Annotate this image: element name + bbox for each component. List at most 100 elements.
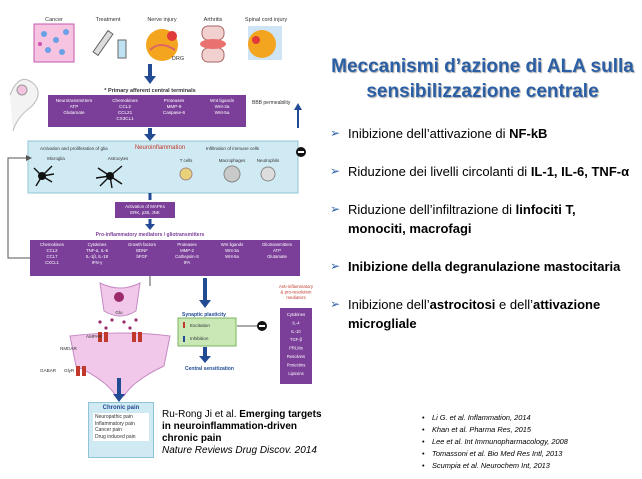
anti-inflammatory-item: Lipoxins (288, 371, 303, 376)
drg-label: DRG (172, 56, 184, 62)
receptor-nmdar: NMDAR (60, 346, 78, 351)
purple-bottom-text: CCL7 (47, 254, 59, 259)
chronic-pain-items: Neuropathic pain Inflammatory pain Cance… (93, 413, 149, 442)
bullet-item: ➢ Riduzione dei livelli circolanti di IL… (330, 162, 635, 181)
purple-bottom-text: Cytokines (88, 242, 107, 247)
arthritis-image (200, 25, 226, 63)
purple-bottom-text: Glutamate (267, 254, 287, 259)
receptor-ampar: AMPAR (86, 334, 103, 339)
synaptic-plasticity-label: Synaptic plasticity (182, 312, 226, 318)
central-sensitization-label: Central sensitization (185, 366, 234, 372)
purple-bottom-text: Proteases (177, 242, 196, 247)
purple-bottom-text: MMP-2 (180, 248, 194, 253)
bullet-arrow-icon: ➢ (330, 297, 341, 311)
top-label-treatment: Treatment (96, 17, 121, 23)
purple-bottom-text: Wnt ligands (221, 242, 243, 247)
purple-top-text: Glutamate (63, 110, 85, 115)
cell-astrocytes: Astrocytes (108, 156, 129, 161)
cell-macrophages: Macrophages (219, 158, 246, 163)
bullet-item: ➢ Riduzione dell’infiltrazione di linfoc… (330, 200, 635, 238)
feedback-loop (7, 157, 151, 286)
bullet-item: ➢ Inibizione dell’astrocitosi e dell’att… (330, 295, 635, 333)
synaptic-plasticity-box (177, 317, 237, 347)
neuroinflammation-title: Neuroinflammation (135, 145, 185, 151)
bullet-item: ➢ Inibizione dell’attivazione di NF-kB (330, 124, 635, 143)
purple-top-text: Caspase-6 (163, 110, 186, 115)
purple-top-text: CCL21 (118, 110, 133, 115)
top-label-arthritis: Arthritis (204, 17, 223, 23)
purple-top-text: Wnt ligands (210, 98, 235, 103)
bullet-bold: NF-kB (509, 126, 548, 141)
cell-neutrophils: Neutrophils (257, 158, 280, 163)
bullet-bold: linfociti T, monociti, macrofagi (348, 202, 576, 236)
mapk-box (115, 202, 175, 218)
bullet-arrow-icon: ➢ (330, 259, 341, 273)
anti-inflammatory-item: Resolvins (287, 354, 305, 359)
purple-top-text: Wnt-5a (215, 110, 230, 115)
anti-inflammatory-item: Protectins (287, 362, 306, 367)
bullet-text: e dell’ (495, 297, 533, 312)
chronic-pain-box: Chronic pain Neuropathic pain Inflammato… (88, 402, 154, 458)
purple-bottom-text: Growth factors (128, 242, 156, 247)
cell-tcells: T cells (180, 158, 193, 163)
purple-bottom-text: CCL2 (47, 248, 59, 253)
receptor-gabar: GABAR (40, 368, 57, 373)
chronic-pain-title: Chronic pain (102, 405, 140, 411)
reference-item: Tomassoni et al. Bio Med Res Intl, 2013 (422, 448, 640, 460)
anti-inflammatory-title: & pro-resolution (281, 290, 313, 295)
anti-inflammatory-item: TGF-β (290, 337, 303, 342)
receptors (76, 332, 142, 376)
purple-bottom-text: ATP (273, 248, 281, 253)
references-list: Li G. et al. Inflammation, 2014 Khan et … (422, 412, 640, 472)
bullet-arrow-icon: ➢ (330, 202, 341, 216)
citation-journal: Nature Reviews Drug Discov. 2014 (162, 445, 317, 456)
glia-cells (33, 165, 276, 189)
cell-microglia: Microglia (47, 156, 65, 161)
purple-bottom-row (30, 240, 300, 276)
treatment-image (92, 29, 127, 59)
spinal-cord-image (248, 26, 282, 60)
bullet-item: ➢ Inibizione della degranulazione mastoc… (330, 257, 635, 276)
anti-inflammatory-title: mediators (286, 295, 306, 300)
cancer-image (33, 23, 75, 63)
purple-top-text: Wnt-3a (215, 104, 230, 109)
citation: Ru-Rong Ji et al. Emerging targets in ne… (162, 409, 322, 457)
purple-bottom-text: IL-1β, IL-18 (86, 254, 109, 259)
bullet-bold: Inibizione della degranulazione mastocit… (348, 259, 621, 274)
excitation-label: Excitation (190, 323, 210, 328)
infiltration-label: Infiltration of immune cells (206, 146, 260, 151)
purple-bottom-text: Wnt-3a (225, 248, 239, 253)
reference-item: Scumpia et al. Neurochem Int, 2013 (422, 460, 640, 472)
reference-item: Li G. et al. Inflammation, 2014 (422, 412, 640, 424)
bullet-list: ➢ Inibizione dell’attivazione di NF-kB ➢… (330, 124, 635, 352)
glutamate-dots (98, 318, 138, 330)
citation-title: Emerging targets in neuroinflammation-dr… (162, 409, 322, 444)
purple-bottom-text: CXCL1 (45, 260, 59, 265)
purple-top-text: Proteases (164, 98, 185, 103)
bullet-text: Inibizione dell’attivazione di (348, 126, 510, 141)
anti-inflammatory-item: PRLMs (289, 346, 303, 351)
bullet-text: Riduzione dei livelli circolanti di (348, 164, 531, 179)
bullet-text: Inibizione dell’ (348, 297, 430, 312)
activation-label: Activation and proliferation of glia (40, 146, 108, 151)
purple-top-text: ATP (70, 104, 79, 109)
reference-item: Lee et al. Int Immunopharmacology, 2008 (422, 436, 640, 448)
purple-bottom-text: BDNF (136, 248, 148, 253)
purple-bottom-text: tPA (184, 260, 191, 265)
purple-bottom-text: Gliotransmitters (262, 242, 292, 247)
inhibition-label: Inhibition (190, 336, 209, 341)
mapk-line2: ERK, p38, JNK (130, 210, 160, 215)
anti-inflammatory-item: IL-4 (292, 320, 300, 325)
purple-bottom-text: bFGF (137, 254, 148, 259)
purple-bottom-text: IFN-γ (92, 260, 103, 265)
bullet-text: Riduzione dell’infiltrazione di (348, 202, 516, 217)
glu-label: Glu (115, 310, 123, 315)
purple-top-text: MMP-9 (167, 104, 182, 109)
bbb-label: BBB permeability (252, 100, 291, 106)
purple-top-text: Chemokines (112, 98, 138, 103)
primary-terminals: * Primary afferent central terminals (104, 88, 195, 94)
mapk-line1: Activation of MAPKs (125, 204, 166, 209)
bullet-bold: astrocitosi (429, 297, 496, 312)
bullet-bold: attivazione microgliale (348, 297, 601, 331)
purple-bottom-text: TNF-α, IL-6 (86, 248, 109, 253)
